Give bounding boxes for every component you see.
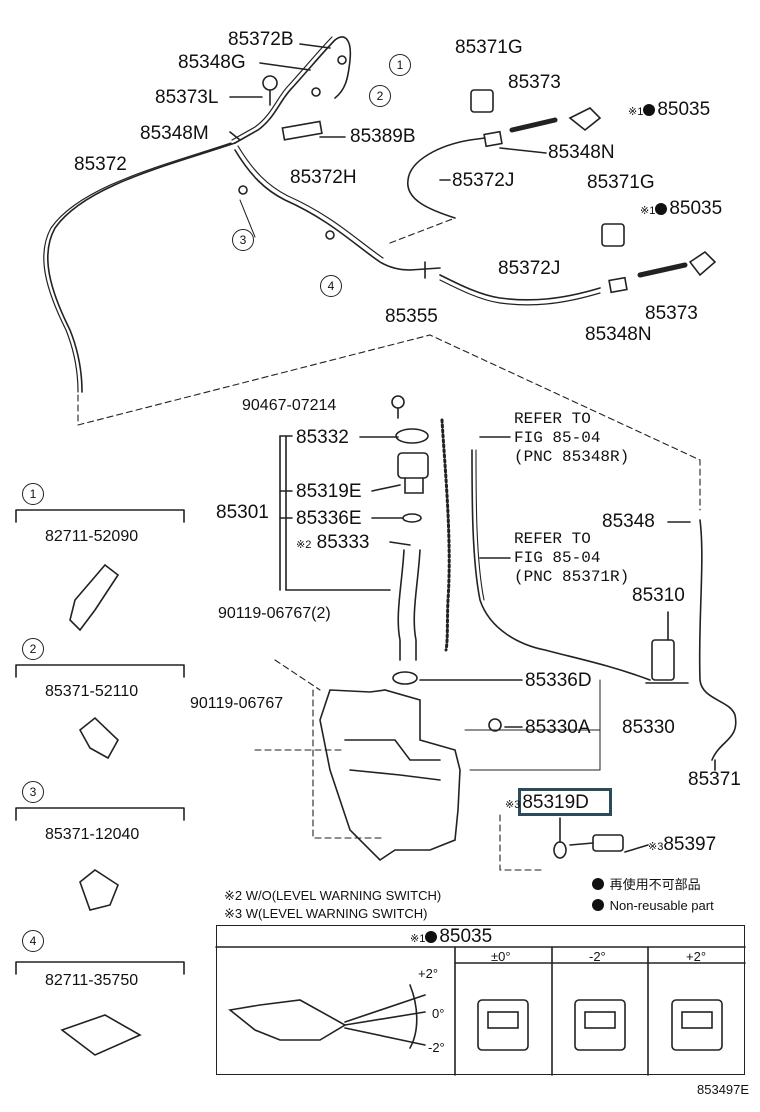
part-85373-upper[interactable]: 85373 <box>508 72 561 93</box>
part-85372h[interactable]: 85372H <box>290 167 357 188</box>
part-85332[interactable]: 85332 <box>296 427 349 448</box>
note-w-level-switch: ※3 W(LEVEL WARNING SWITCH) <box>224 906 428 921</box>
part-85372j-lower[interactable]: 85372J <box>498 258 561 279</box>
callout-circle-4: 4 <box>320 275 342 297</box>
part-85371[interactable]: 85371 <box>688 769 741 790</box>
non-reusable-dot-icon <box>425 931 438 943</box>
callout-circle-3: 3 <box>232 229 254 251</box>
note-wo-level-switch: ※2 W/O(LEVEL WARNING SWITCH) <box>224 888 442 903</box>
callout-circle-2: 2 <box>369 85 391 107</box>
legend-jp: 再使用不可部品 <box>592 877 701 892</box>
part-90467-07214[interactable]: 90467-07214 <box>242 397 337 414</box>
part-85330a[interactable]: 85330A <box>525 717 591 738</box>
angle-minus-2: -2° <box>428 1040 445 1055</box>
refer-85371r-line1: REFER TO <box>514 530 591 548</box>
non-reusable-dot-icon <box>643 104 656 116</box>
part-85310[interactable]: 85310 <box>632 585 685 606</box>
figure-code: 853497E <box>697 1082 750 1097</box>
table-col-plus: +2° <box>686 949 707 964</box>
non-reusable-dot-icon <box>592 899 604 911</box>
table-col-minus: -2° <box>589 949 606 964</box>
part-85371g-lower[interactable]: 85371G <box>587 172 655 193</box>
part-85355[interactable]: 85355 <box>385 306 438 327</box>
refer-85348r-line2: FIG 85-04 <box>514 429 601 447</box>
part-85348m[interactable]: 85348M <box>140 123 209 144</box>
inset-callout-4: 4 <box>22 930 44 952</box>
part-85336e[interactable]: 85336E <box>296 508 362 529</box>
inset-callout-1: 1 <box>22 483 44 505</box>
part-85336d[interactable]: 85336D <box>525 670 592 691</box>
angle-zero: 0° <box>432 1006 445 1021</box>
hose-85372 <box>47 142 236 393</box>
part-85319e[interactable]: 85319E <box>296 481 362 502</box>
angle-plus-2: +2° <box>418 966 439 981</box>
inset-part-82711-52090[interactable]: 82711-52090 <box>45 528 139 545</box>
refer-85371r-line2: FIG 85-04 <box>514 549 601 567</box>
part-85333[interactable]: ※2 85333 <box>296 532 370 553</box>
part-90119-06767-2[interactable]: 90119-06767(2) <box>218 605 331 622</box>
part-85372b[interactable]: 85372B <box>228 29 294 50</box>
part-85397[interactable]: ※385397 <box>648 834 717 855</box>
inset-part-85371-52110[interactable]: 85371-52110 <box>45 683 139 700</box>
hose-85372h <box>234 149 411 271</box>
mark-1: ※1 <box>628 106 644 118</box>
table-col-zero: ±0° <box>491 949 511 964</box>
part-85330[interactable]: 85330 <box>622 717 675 738</box>
non-reusable-dot-icon <box>592 878 604 890</box>
part-85348[interactable]: 85348 <box>602 511 655 532</box>
inset-part-82711-35750[interactable]: 82711-35750 <box>45 972 139 989</box>
refer-85348r-line3[interactable]: (PNC 85348R) <box>514 448 630 466</box>
part-85301[interactable]: 85301 <box>216 502 269 523</box>
inset-callout-3: 3 <box>22 781 44 803</box>
part-85373l[interactable]: 85373L <box>155 87 219 108</box>
part-85348n-upper[interactable]: 85348N <box>548 142 615 163</box>
part-90119-06767[interactable]: 90119-06767 <box>190 695 284 712</box>
part-85372[interactable]: 85372 <box>74 154 127 175</box>
inset-part-85371-12040[interactable]: 85371-12040 <box>45 826 140 843</box>
legend-en: Non-reusable part <box>592 898 714 913</box>
callout-circle-1: 1 <box>389 54 411 76</box>
part-85371g-upper[interactable]: 85371G <box>455 37 523 58</box>
nozzle-aiming-table <box>216 925 745 1075</box>
non-reusable-dot-icon <box>655 203 668 215</box>
part-85389b[interactable]: 85389B <box>350 126 416 147</box>
inset-callout-2: 2 <box>22 638 44 660</box>
refer-85371r-line3[interactable]: (PNC 85371R) <box>514 568 630 586</box>
part-85348g[interactable]: 85348G <box>178 52 246 73</box>
part-85348n-lower[interactable]: 85348N <box>585 324 652 345</box>
highlight-box <box>518 788 612 816</box>
refer-85348r-line1: REFER TO <box>514 410 591 428</box>
part-85372j-upper[interactable]: 85372J <box>452 170 515 191</box>
washer-tank <box>319 689 461 862</box>
part-85373-lower[interactable]: 85373 <box>645 303 698 324</box>
